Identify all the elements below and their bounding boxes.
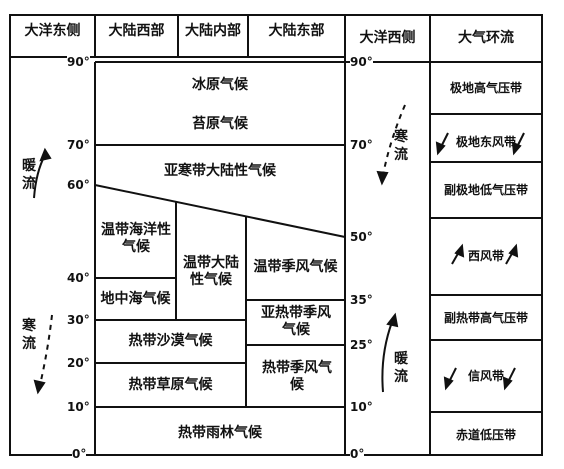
header-west-ocean: 大洋西侧 [359,30,416,46]
arrow-head-icon [454,243,465,258]
header-east-continent: 大陆东部 [268,23,325,39]
arrow-head-icon [502,376,513,391]
lat-tick-left: 70° [67,138,90,152]
arrow-head-icon [443,376,454,391]
belt-subpolar-low: 副极地低气压带 [443,183,528,197]
climate-subtropical-monsoon: 亚热带季风气候 [261,305,331,338]
climate-subarctic-continental: 亚寒带大陆性气候 [164,163,276,179]
slanted-boundary [94,184,346,238]
header-east-ocean: 大洋东侧 [24,23,81,39]
lat-tick-left: 60° [67,178,90,192]
belt-trade-winds: 信风带 [467,369,504,383]
climate-tundra: 苔原气候 [192,116,248,132]
lat-tick-right: 10° [350,400,373,414]
cold-current-arrow-left [39,314,53,386]
lat-tick-right: 50° [350,230,373,244]
lat-tick-left: 10° [67,400,90,414]
arrow-head-icon [508,243,519,258]
climate-tropical-monsoon: 热带季风气候 [262,360,332,393]
outer-frame [9,14,543,456]
belt-polar-high: 极地高气压带 [449,81,522,95]
lat-tick-right: 90° [350,55,373,69]
lat-tick-right: 25° [350,338,373,352]
belt-polar-easterlies: 极地东风带 [455,135,516,149]
arrow-head-icon [39,147,52,162]
lat-tick-right: 70° [350,138,373,152]
header-circulation: 大气环流 [458,30,514,46]
arrow-head-icon [386,312,399,328]
lat-tick-left: 40° [67,271,90,285]
arrow-head-icon [511,141,522,156]
climate-mediterranean: 地中海气候 [100,291,171,307]
lat-tick-left: 20° [67,356,90,370]
climate-tropical-rainforest: 热带雨林气候 [178,425,262,441]
climate-temperate-maritime: 温带海洋性气候 [101,222,171,255]
belt-westerlies: 西风带 [467,249,504,263]
arrow-head-icon [33,379,46,395]
arrow-head-icon [376,170,389,186]
climate-tropical-desert: 热带沙漠气候 [128,333,213,349]
warm-current-label-left: 暖流 [22,158,36,192]
warm-current-arrow-right [381,321,393,393]
lat-tick-left: 30° [67,313,90,327]
lat-tick-left: 90° [67,55,90,69]
lat-tick-right: 35° [350,293,373,307]
header-west-continent: 大陆西部 [108,23,165,39]
belt-equatorial-low: 赤道低压带 [455,428,516,442]
lat-tick-right: 0° [350,447,365,461]
climate-temperate-continental: 温带大陆性气候 [183,255,239,288]
cold-current-label-left: 寒流 [22,318,36,352]
header-inner-continent: 大陆内部 [185,23,241,39]
arrow-head-icon [435,141,446,156]
climate-ice-cap: 冰原气候 [192,77,248,93]
belt-subtropical-high: 副热带高气压带 [443,311,528,325]
lat-tick-left: 0° [72,447,87,461]
warm-current-label-right: 暖流 [394,351,408,385]
climate-tropical-savanna: 热带草原气候 [128,377,213,393]
climate-temperate-monsoon: 温带季风气候 [253,259,338,275]
cold-current-label-right: 寒流 [394,129,408,163]
